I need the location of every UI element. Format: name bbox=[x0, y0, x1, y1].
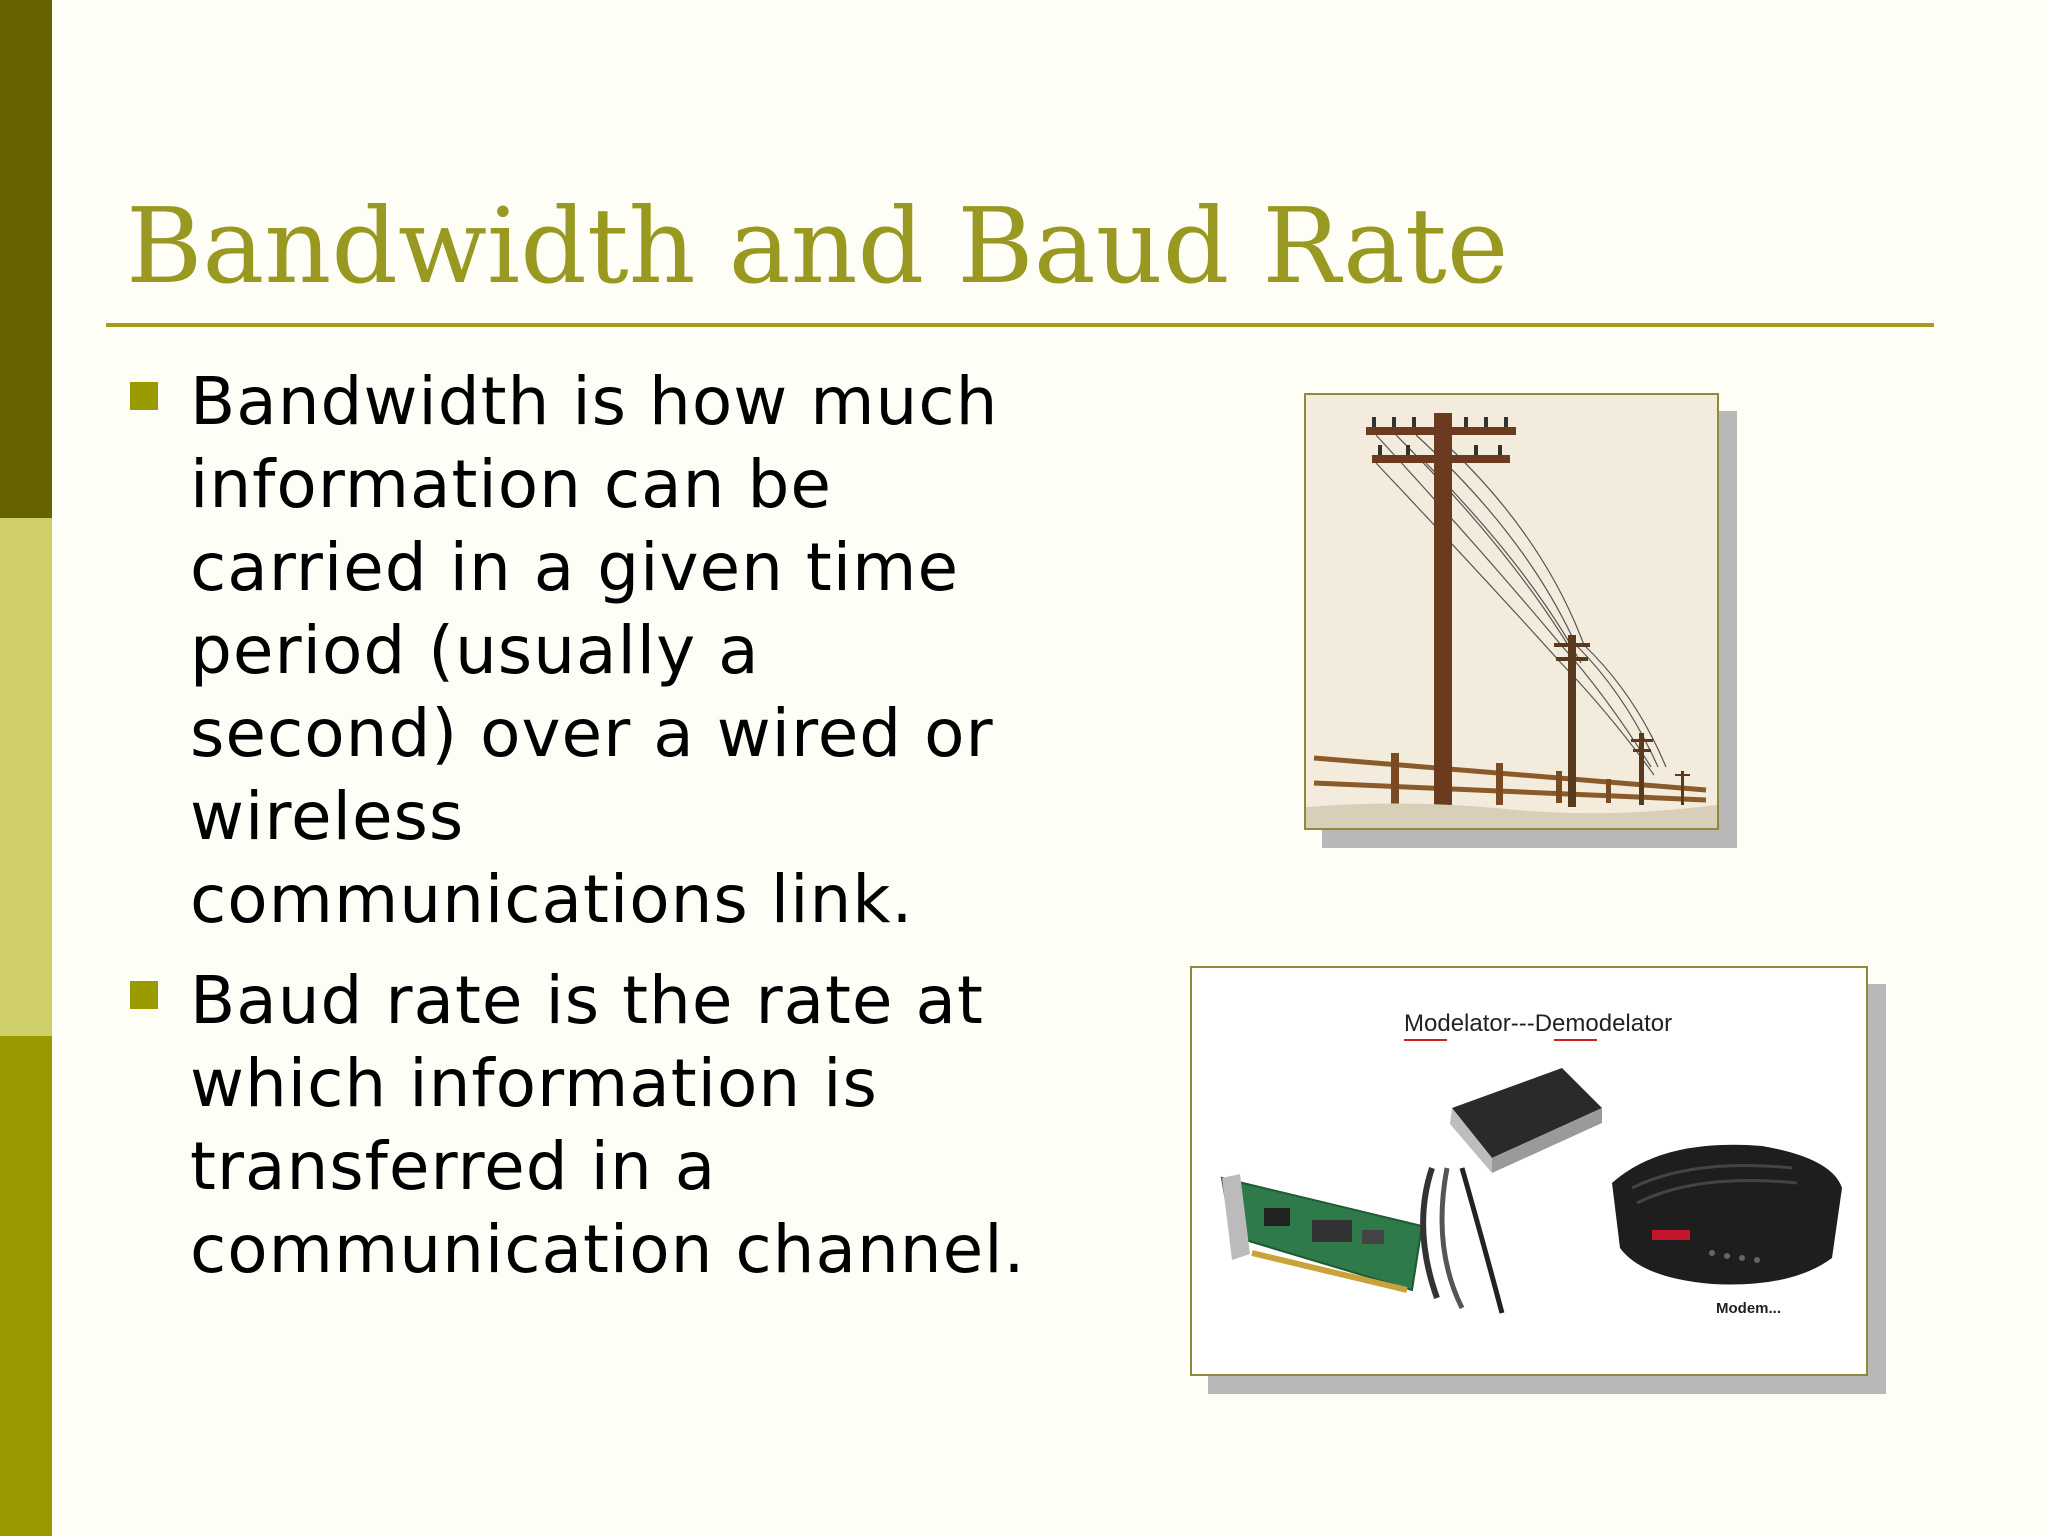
bullet-item: Baud rate is the rate at which informati… bbox=[126, 959, 1086, 1291]
bullet-text: Baud rate is the rate at which informati… bbox=[190, 962, 1026, 1288]
telephone-poles-image bbox=[1304, 393, 1719, 830]
left-stripe-middle bbox=[0, 518, 52, 1036]
bullet-list: Bandwidth is how much information can be… bbox=[126, 360, 1086, 1309]
modem-label: Modem... bbox=[1716, 1300, 1782, 1317]
modem-illustration bbox=[1220, 1039, 1842, 1314]
title-divider bbox=[106, 323, 1934, 327]
slide-title: Bandwidth and Baud Rate bbox=[126, 185, 1509, 307]
square-bullet-icon bbox=[130, 382, 158, 410]
modem-caption: Modelator---Demodelator bbox=[1404, 1010, 1673, 1037]
bullet-item: Bandwidth is how much information can be… bbox=[126, 360, 1086, 941]
square-bullet-icon bbox=[130, 981, 158, 1009]
left-stripe-bottom bbox=[0, 1036, 52, 1536]
left-stripe-top bbox=[0, 0, 52, 518]
telephone-poles-illustration bbox=[1306, 395, 1717, 828]
modem-image: Modelator---Demodelator Modem... bbox=[1190, 966, 1868, 1376]
bullet-text: Bandwidth is how much information can be… bbox=[190, 363, 999, 938]
